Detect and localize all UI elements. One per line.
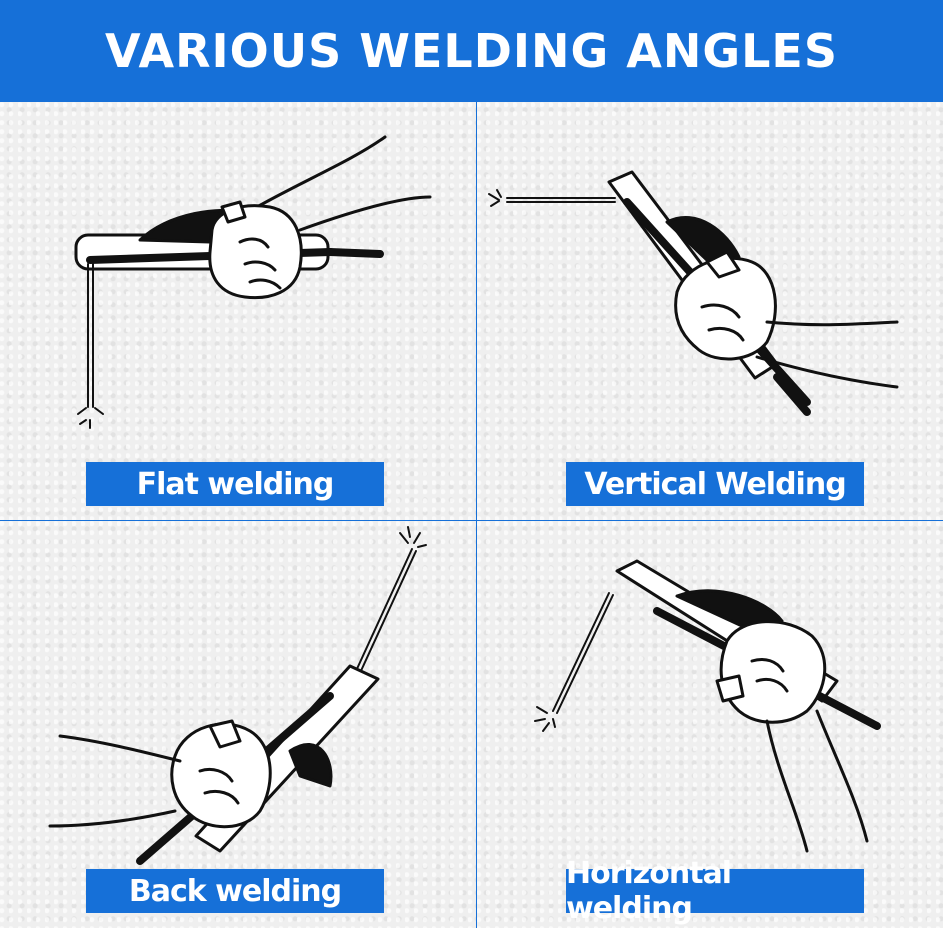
horizontal-welding-illustration — [534, 559, 881, 853]
page-title: VARIOUS WELDING ANGLES — [105, 24, 838, 78]
horizontal-divider — [0, 520, 943, 521]
vertical-welding-illustration — [488, 170, 899, 416]
back-welding-label: Back welding — [86, 869, 384, 913]
vertical-welding-label: Vertical Welding — [566, 462, 864, 506]
vertical-divider — [476, 102, 477, 928]
horizontal-welding-label: Horizontal welding — [566, 856, 864, 926]
panel-flat-welding: Flat welding — [0, 102, 476, 520]
panel-horizontal-welding: Horizontal welding — [477, 521, 943, 928]
flat-welding-label: Flat welding — [86, 462, 384, 506]
header-banner: VARIOUS WELDING ANGLES — [0, 0, 943, 102]
panel-vertical-welding: Vertical Welding — [477, 102, 943, 520]
panel-back-welding: Back welding — [0, 521, 476, 928]
flat-welding-illustration — [74, 135, 432, 429]
back-welding-illustration — [48, 526, 427, 865]
